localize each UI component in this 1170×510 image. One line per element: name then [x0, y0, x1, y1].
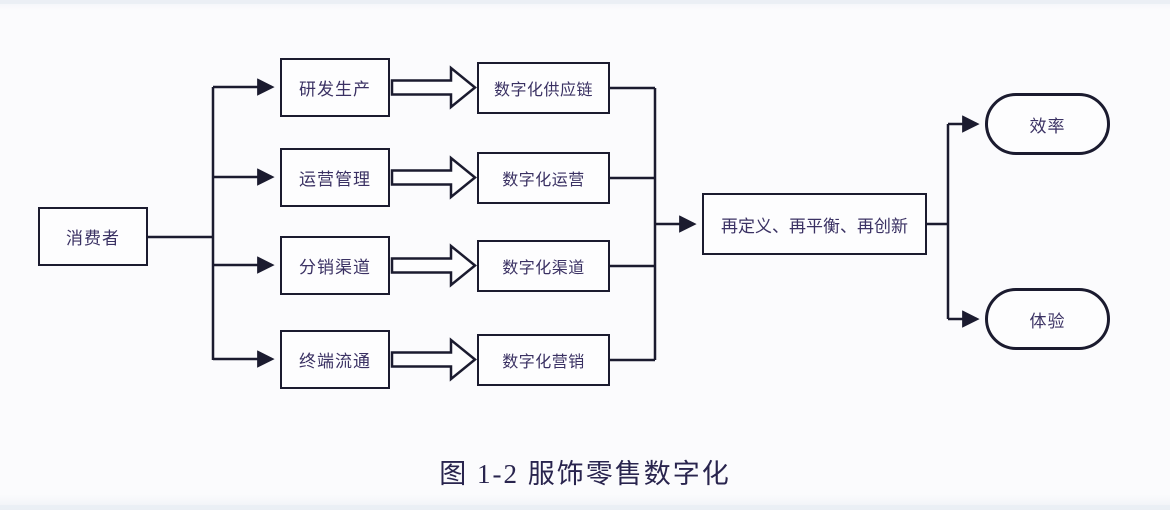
convergence-wires: [610, 86, 697, 362]
node-terminal-circulation: 终端流通: [280, 330, 390, 389]
node-redefine-rebalance-reinnovate-label: 再定义、再平衡、再创新: [721, 216, 908, 236]
node-digital-operations-label: 数字化运营: [502, 172, 585, 189]
node-digital-supply-chain-label: 数字化供应链: [493, 82, 593, 99]
node-efficiency-label: 效率: [1029, 116, 1066, 136]
node-digital-marketing: 数字化营销: [477, 334, 610, 386]
node-operations-management-label: 运营管理: [299, 170, 371, 189]
node-experience-label: 体验: [1029, 311, 1066, 331]
node-digital-marketing-label: 数字化营销: [502, 354, 585, 371]
node-efficiency: 效率: [985, 93, 1110, 155]
node-distribution-channel: 分销渠道: [280, 236, 390, 295]
node-redefine-rebalance-reinnovate: 再定义、再平衡、再创新: [702, 193, 927, 255]
node-distribution-channel-label: 分销渠道: [299, 258, 371, 277]
node-digital-supply-chain: 数字化供应链: [477, 62, 610, 114]
node-rd-production: 研发生产: [280, 58, 390, 117]
node-consumer-label: 消费者: [66, 229, 120, 248]
outcome-wires: [927, 115, 980, 328]
bottom-edge-band: [0, 505, 1170, 510]
node-operations-management: 运营管理: [280, 148, 390, 207]
block-arrows: [390, 65, 477, 382]
node-digital-channel: 数字化渠道: [477, 240, 610, 292]
node-experience: 体验: [985, 288, 1110, 350]
left-fanout-wires: [148, 78, 275, 368]
node-rd-production-label: 研发生产: [299, 80, 371, 99]
node-terminal-circulation-label: 终端流通: [299, 352, 371, 371]
node-digital-operations: 数字化运营: [477, 152, 610, 204]
top-edge-band: [0, 0, 1170, 4]
node-digital-channel-label: 数字化渠道: [502, 260, 585, 277]
node-consumer: 消费者: [38, 207, 148, 266]
figure-caption: 图 1-2 服饰零售数字化: [439, 459, 731, 489]
